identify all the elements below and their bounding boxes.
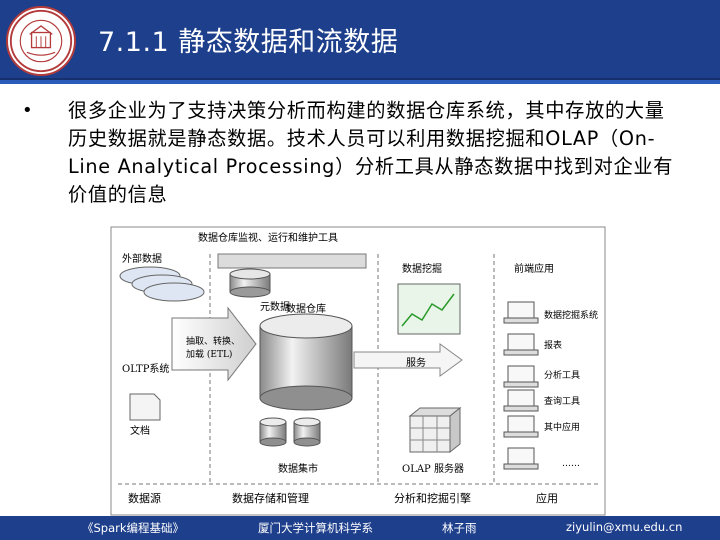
slide-title: 7.1.1 静态数据和流数据	[98, 27, 399, 58]
external-data-icon	[119, 266, 205, 302]
data-warehouse-cylinder-icon	[259, 313, 353, 411]
app-label: 其中应用	[544, 421, 580, 433]
data-mining-label: 数据挖掘	[402, 262, 442, 275]
computer-icon	[503, 389, 539, 412]
footer-department: 厦门大学计算机科学系	[258, 521, 373, 535]
computer-icon	[503, 447, 539, 470]
app-label: 分析工具	[544, 369, 580, 381]
olap-cube-icon	[408, 406, 462, 454]
data-warehouse-diagram: 数据仓库监视、运行和维护工具 外部数据 元数据 数据仓库 抽取、转换、 加载 (…	[110, 226, 606, 516]
computer-icon	[503, 333, 539, 356]
monitor-bar	[217, 253, 367, 269]
bottom-label-sources: 数据源	[128, 491, 161, 505]
app-label: 报表	[544, 339, 562, 351]
bottom-label-apps: 应用	[536, 491, 558, 505]
external-data-label: 外部数据	[122, 252, 162, 265]
bottom-label-storage: 数据存储和管理	[232, 491, 309, 505]
oltp-label: OLTP系统	[122, 362, 169, 375]
bottom-label-engine: 分析和挖掘引擎	[394, 491, 471, 505]
computer-icon	[503, 415, 539, 438]
etl-label-line2: 加载 (ETL)	[186, 348, 232, 360]
computer-icon	[503, 301, 539, 324]
university-logo	[6, 6, 76, 76]
monitor-tools-label: 数据仓库监视、运行和维护工具	[198, 231, 338, 244]
app-label: 查询工具	[544, 395, 580, 407]
metadata-cylinder-icon	[229, 268, 271, 298]
document-icon	[129, 393, 161, 421]
footer-author: 林子雨	[442, 521, 477, 535]
document-label: 文档	[130, 424, 150, 437]
header-divider	[0, 80, 720, 84]
data-warehouse-label: 数据仓库	[286, 302, 326, 315]
app-label: 数据挖掘系统	[544, 309, 598, 321]
computer-icon	[503, 365, 539, 388]
app-ellipsis: ……	[562, 459, 580, 469]
service-label: 服务	[406, 356, 426, 369]
university-seal-icon	[9, 9, 73, 73]
frontend-apps-label: 前端应用	[514, 262, 554, 275]
etl-label-line1: 抽取、转换、	[186, 335, 240, 347]
data-mart-cylinders-icon	[259, 417, 321, 447]
footer-book-title: 《Spark编程基础》	[82, 521, 185, 535]
slide-footer: 《Spark编程基础》 厦门大学计算机科学系 林子雨 ziyulin@xmu.e…	[0, 516, 720, 540]
footer-email: ziyulin@xmu.edu.cn	[566, 520, 683, 534]
metadata-label: 元数据	[260, 300, 290, 313]
etl-arrow-icon	[171, 306, 257, 382]
bullet-paragraph: 很多企业为了支持决策分析而构建的数据仓库系统，其中存放的大量历史数据就是静态数据…	[68, 99, 674, 206]
service-arrow-icon	[353, 343, 463, 377]
olap-server-label: OLAP 服务器	[402, 462, 464, 475]
slide-header: 7.1.1 静态数据和流数据	[0, 0, 720, 80]
data-mining-chart-icon	[397, 283, 461, 335]
data-mart-label: 数据集市	[278, 462, 318, 475]
bullet-marker: •	[22, 100, 33, 121]
